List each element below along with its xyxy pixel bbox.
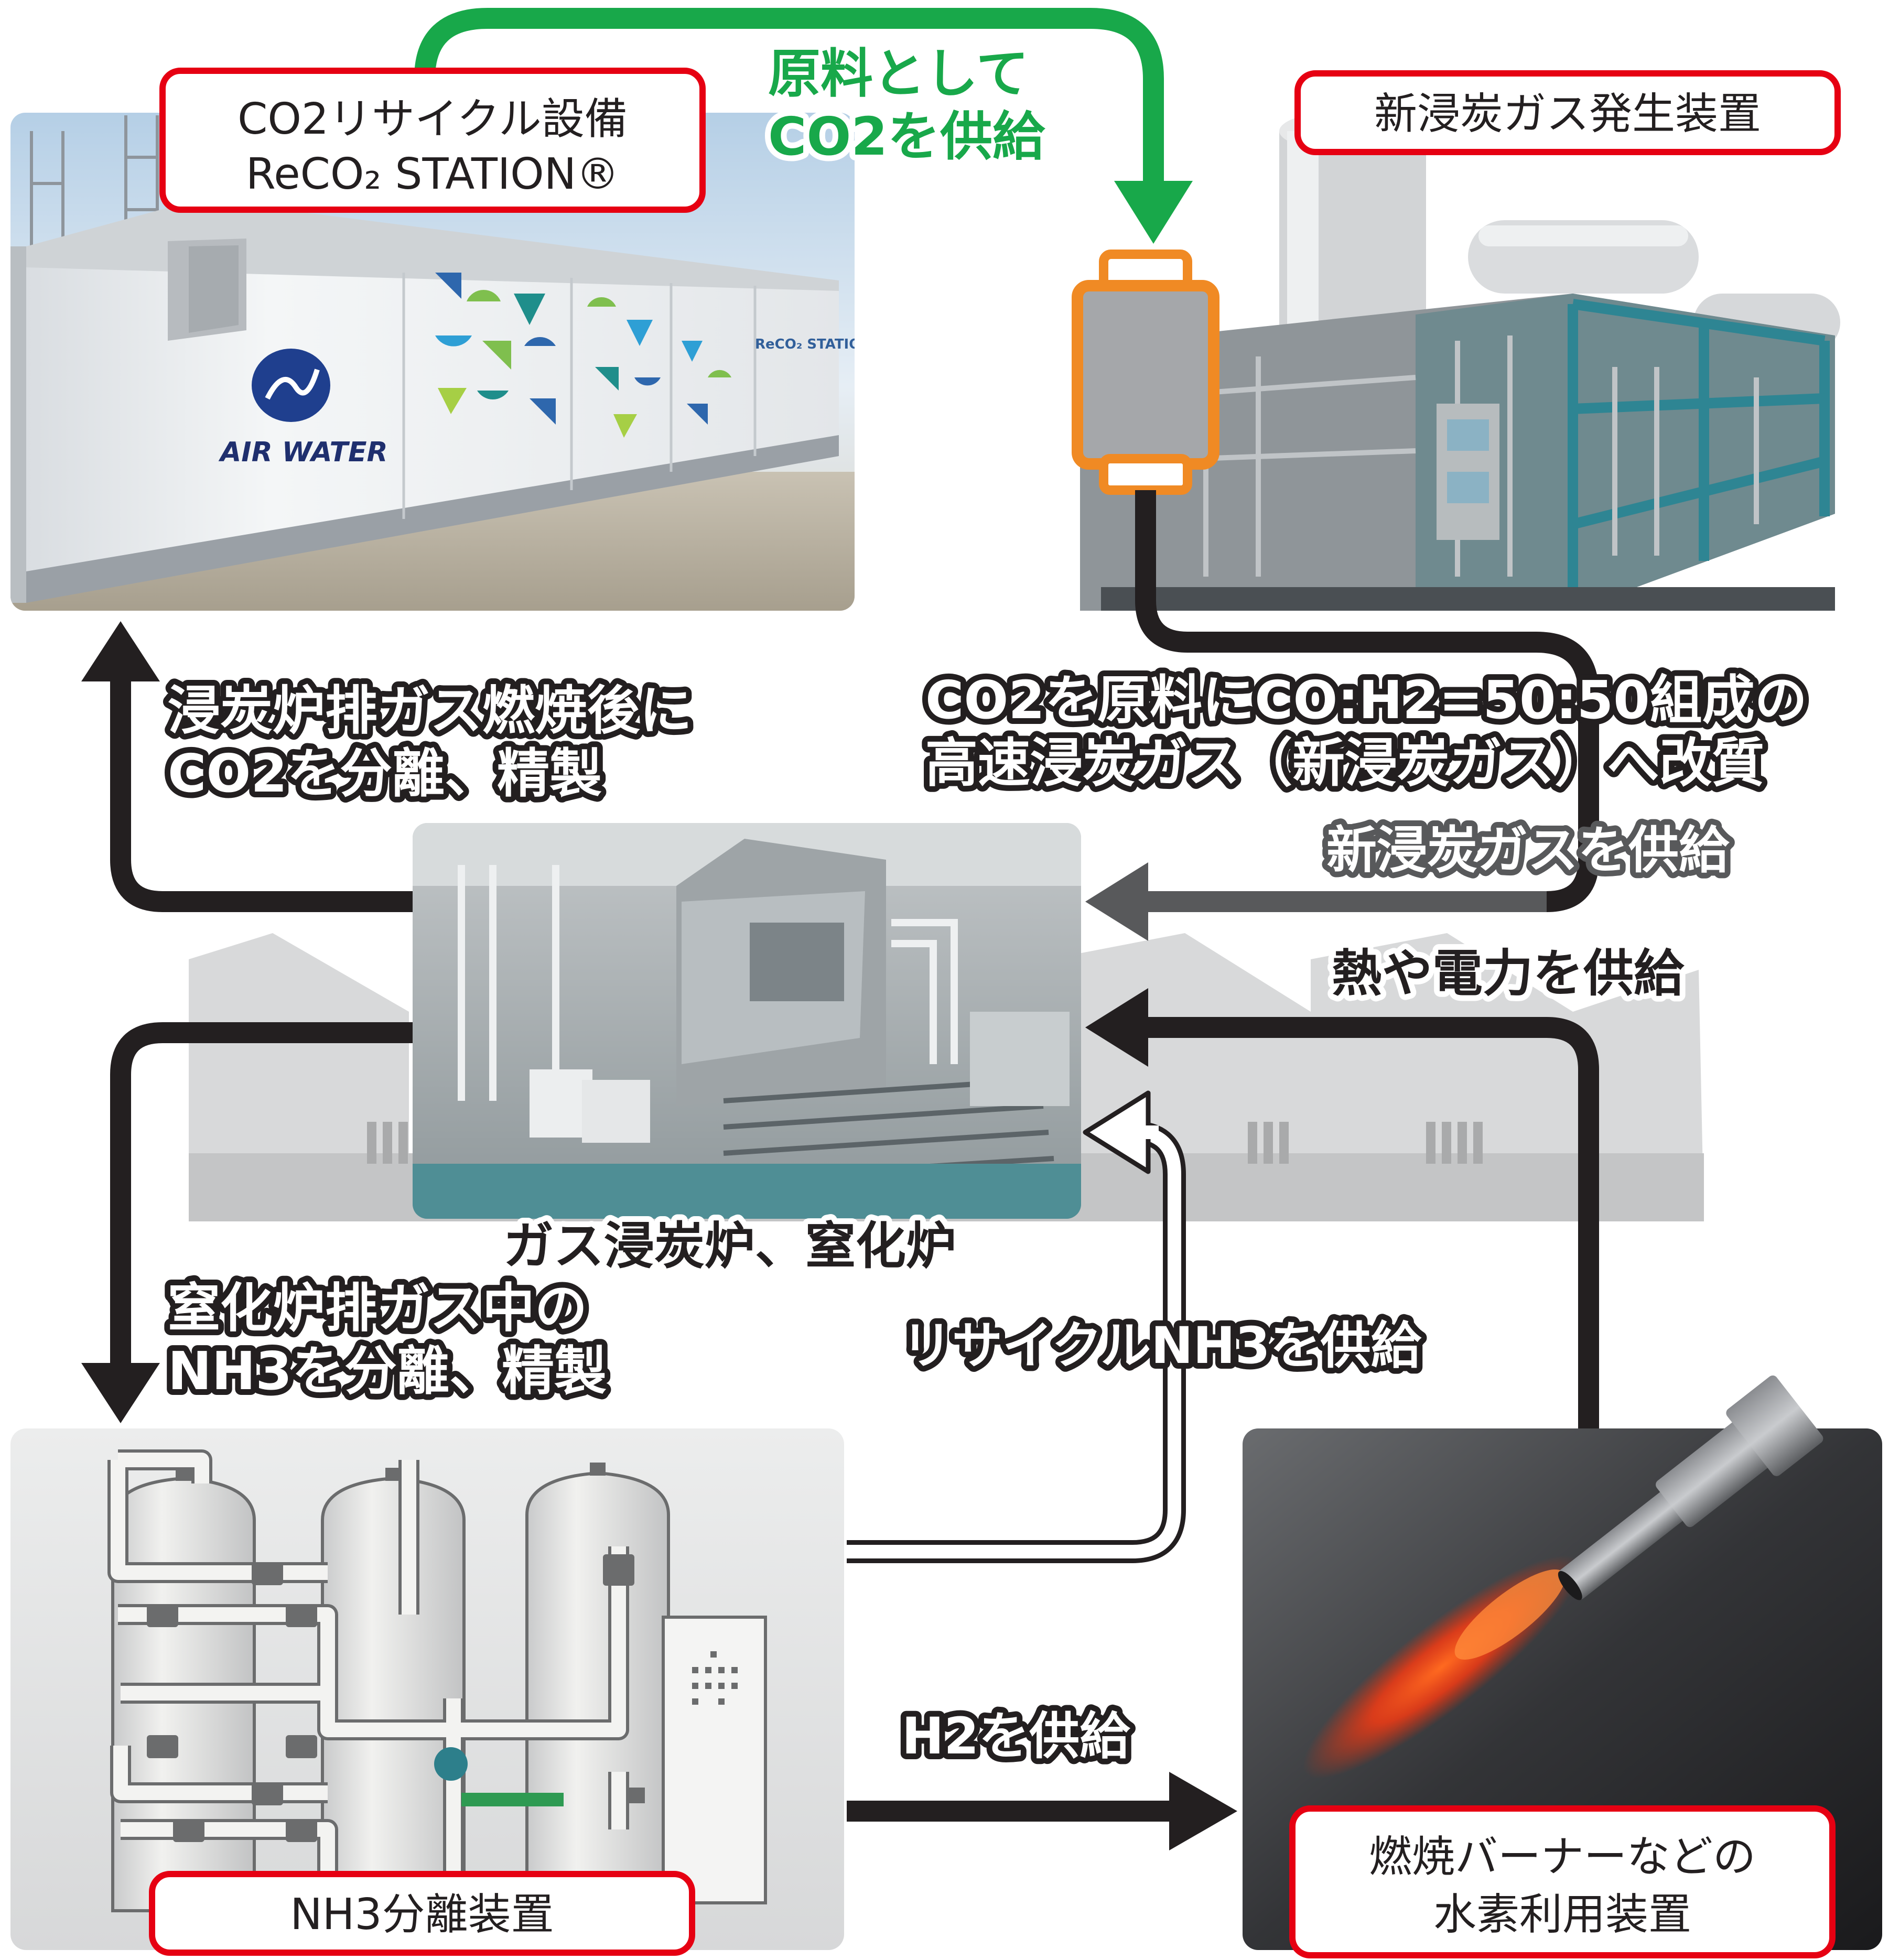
co2-separation-label-2: CO2を分離、精製	[168, 743, 602, 804]
air-water-logo-icon	[252, 349, 330, 422]
arrow-nh3-separation	[81, 1022, 413, 1423]
nh3-separation-label-1: 窒化炉排ガス中の	[168, 1277, 587, 1339]
arrow-recycle-nh3	[847, 1090, 1186, 1563]
co2-supply-label-2: CO2を供給	[768, 106, 1046, 167]
photo-reco2-station: AIR WATER ReCO₂ STATION	[10, 113, 872, 611]
reco2-label-line2: ReCO₂ STATION®	[246, 149, 619, 199]
photo-new-gas-generator	[1080, 110, 1840, 611]
container-sign-text: ReCO₂ STATION	[755, 337, 872, 352]
hydrogen-label-line2: 水素利用装置	[1433, 1890, 1691, 1940]
new-gas-supply-label: 新浸炭ガスを供給	[1326, 821, 1730, 880]
label-nh3-separator: NH3分離装置	[149, 1871, 695, 1956]
conversion-label-2: 高速浸炭ガス（新浸炭ガス）へ改質	[925, 732, 1764, 794]
furnace-label: ガス浸炭炉、窒化炉	[503, 1217, 956, 1275]
nh3-separation-label-2: NH3を分離、精製	[168, 1340, 607, 1402]
conversion-label-1: CO2を原料にCO:H2=50:50組成の	[925, 669, 1807, 731]
air-water-logo-text: AIR WATER	[218, 437, 388, 468]
arrow-co2-separation	[81, 621, 413, 912]
photo-gas-furnace	[413, 823, 1081, 1219]
heat-power-label: 熱や電力を供給	[1332, 944, 1685, 1003]
arrow-new-gas-supply	[1085, 490, 1599, 941]
nh3-separator-label: NH3分離装置	[290, 1890, 554, 1940]
separation-tanks-icon	[10, 1428, 844, 1950]
arrow-co2-supply	[414, 8, 1193, 244]
canister-icon	[1072, 250, 1219, 495]
co2-separation-label-1: 浸炭炉排ガス燃焼後に	[168, 680, 692, 741]
container-pattern	[435, 273, 731, 438]
hydrogen-label-line1: 燃焼バーナーなどの	[1369, 1832, 1756, 1882]
reco2-label-line1: CO2リサイクル設備	[238, 94, 628, 144]
co2-supply-label-1: 原料として	[768, 43, 1029, 104]
label-reco2-station: CO2リサイクル設備 ReCO₂ STATION®	[159, 68, 706, 213]
h2-supply-label: H2を供給	[902, 1707, 1131, 1766]
label-hydrogen-equipment: 燃焼バーナーなどの 水素利用装置	[1289, 1805, 1836, 1958]
arrow-heat-power	[1085, 988, 1599, 1428]
recycle-nh3-label: リサイクルNH3を供給	[902, 1316, 1422, 1375]
new-gas-generator-label: 新浸炭ガス発生装置	[1374, 89, 1761, 139]
arrow-h2-supply	[847, 1772, 1237, 1850]
label-new-gas-generator: 新浸炭ガス発生装置	[1294, 70, 1841, 155]
